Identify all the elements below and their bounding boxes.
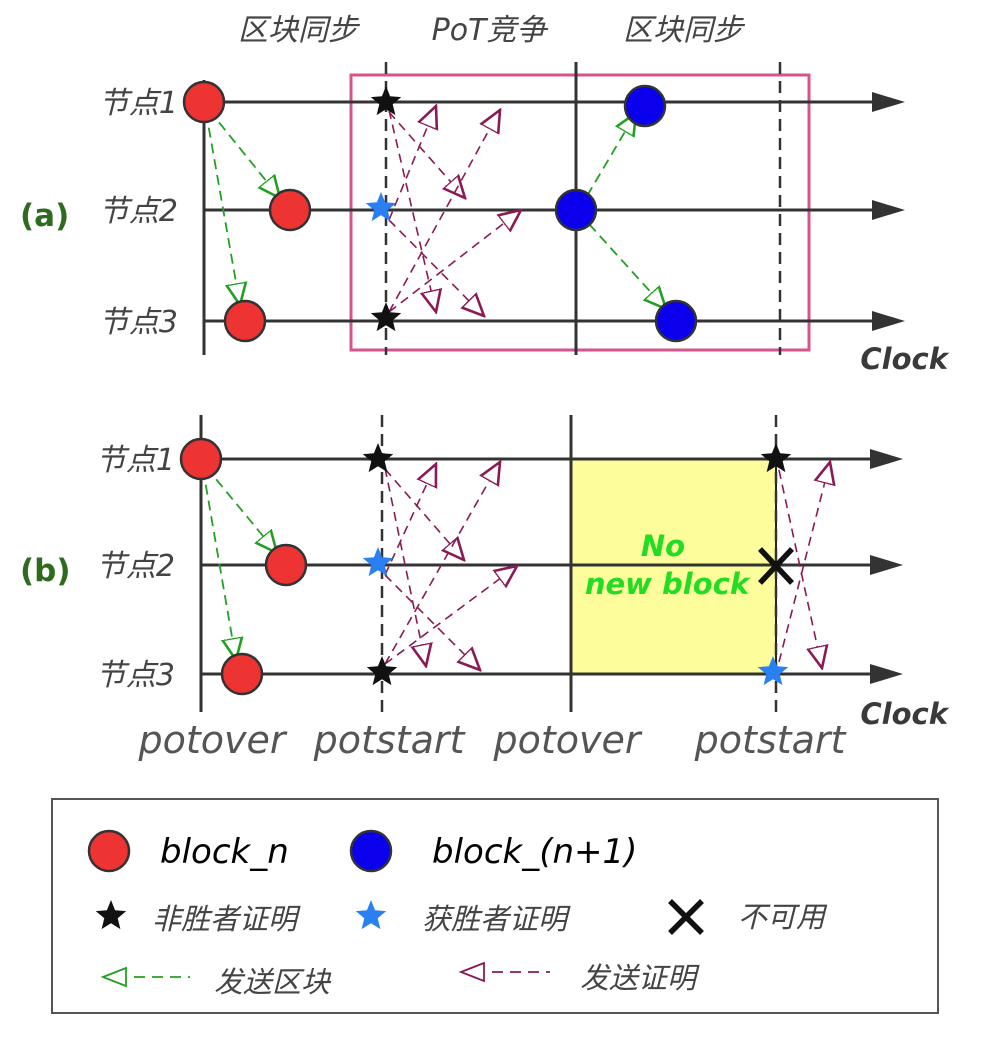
- clock-label: Clock: [860, 342, 949, 376]
- timeline-arrowhead: [870, 555, 903, 575]
- time-label-potstart: potstart: [313, 718, 467, 762]
- send-proof-arrow: [388, 110, 500, 313]
- panel-label: (a): [20, 198, 69, 234]
- send-proof-arrow: [384, 462, 500, 665]
- winner-proof-star: [362, 547, 394, 577]
- time-label-potover: potover: [137, 718, 287, 762]
- winner-proof-star: [365, 192, 397, 222]
- timeline-arrowhead: [872, 200, 905, 220]
- winner-proof-star: [757, 656, 789, 686]
- block-n-circle: [179, 437, 223, 481]
- legend-red-circle-icon: [87, 829, 131, 873]
- panel-label: (b): [20, 553, 71, 589]
- legend-winner: 获胜者证明: [422, 902, 571, 936]
- send-block-arrow: [208, 109, 280, 198]
- send-proof-arrow: [388, 109, 436, 312]
- block-n-circle: [223, 299, 267, 343]
- legend-unavailable: 不可用: [738, 900, 828, 934]
- send-block-arrow: [202, 468, 236, 660]
- panel-a: 节点1 节点2 节点3 (a) Clock: [20, 62, 950, 376]
- send-proof-arrow: [388, 219, 484, 316]
- send-block-arrow: [588, 223, 666, 309]
- send-proof-arrow: [388, 111, 465, 198]
- non-winner-proof-star: [760, 443, 792, 473]
- non-winner-proof-star: [370, 302, 402, 332]
- non-winner-proof-star: [370, 86, 402, 116]
- pot-competition-box: [349, 73, 811, 352]
- node-label: 节点3: [96, 658, 175, 693]
- timeline-arrowhead: [872, 311, 905, 331]
- legend-purple-arrow-icon: [458, 961, 550, 983]
- timeline-arrowhead: [870, 449, 903, 469]
- send-proof-arrow: [384, 566, 517, 665]
- legend: block_n block_(n+1) 非胜者证明 获胜者证明 不可用 发送区块…: [51, 798, 939, 1014]
- legend-block-n: block_n: [160, 832, 289, 872]
- send-block-arrow: [205, 111, 240, 305]
- timeline-arrowhead: [870, 664, 903, 684]
- block-n-circle: [182, 80, 226, 124]
- send-block-arrow: [586, 113, 636, 197]
- legend-blue-circle-icon: [349, 829, 393, 873]
- send-block-arrow: [205, 466, 277, 553]
- block-n1-circle: [554, 188, 598, 232]
- send-proof-arrow: [388, 106, 436, 221]
- time-label-potover: potover: [492, 718, 642, 762]
- phase-label-sync-1: 区块同步: [238, 13, 361, 48]
- node-label: 节点3: [99, 305, 178, 340]
- legend-green-arrow-icon: [100, 966, 190, 988]
- node-label: 节点1: [96, 443, 175, 478]
- legend-box: [51, 798, 939, 1014]
- send-proof-arrow: [384, 468, 464, 560]
- legend-black-star-icon: [95, 900, 127, 930]
- legend-blue-star-icon: [355, 900, 387, 930]
- timeline-arrowhead: [872, 92, 905, 112]
- panel-b: 节点1 节点2 节点3 (b) Clock No new block: [20, 415, 950, 731]
- legend-block-n1: block_(n+1): [432, 832, 637, 872]
- node-label: 节点2: [96, 549, 175, 584]
- block-n-circle: [268, 188, 312, 232]
- time-label-potstart: potstart: [694, 718, 848, 762]
- send-proof-arrow: [778, 469, 822, 668]
- send-proof-arrow: [384, 467, 426, 666]
- phase-label-pot: PoT竞争: [432, 13, 549, 48]
- node-label: 节点1: [99, 86, 178, 121]
- non-winner-proof-star: [366, 656, 398, 686]
- unavailable-cross-icon: [757, 547, 795, 585]
- send-proof-arrow: [778, 462, 830, 663]
- send-proof-arrow: [388, 210, 521, 313]
- clock-label: Clock: [860, 697, 949, 731]
- block-n-circle: [264, 543, 308, 587]
- block-n-circle: [220, 652, 264, 696]
- legend-cross-icon: [668, 899, 704, 935]
- non-winner-proof-star: [362, 443, 394, 473]
- node-label: 节点2: [99, 194, 178, 229]
- no-new-block-line1: No: [641, 529, 685, 563]
- block-n1-circle: [654, 299, 698, 343]
- send-proof-arrow: [384, 574, 480, 670]
- block-n1-circle: [623, 84, 667, 128]
- legend-non-winner: 非胜者证明: [152, 902, 301, 936]
- legend-send-block: 发送区块: [214, 965, 332, 999]
- send-proof-arrow: [384, 464, 436, 576]
- phase-label-sync-2: 区块同步: [623, 13, 746, 48]
- no-new-block-line2: new block: [585, 567, 751, 601]
- legend-send-proof: 发送证明: [580, 961, 700, 995]
